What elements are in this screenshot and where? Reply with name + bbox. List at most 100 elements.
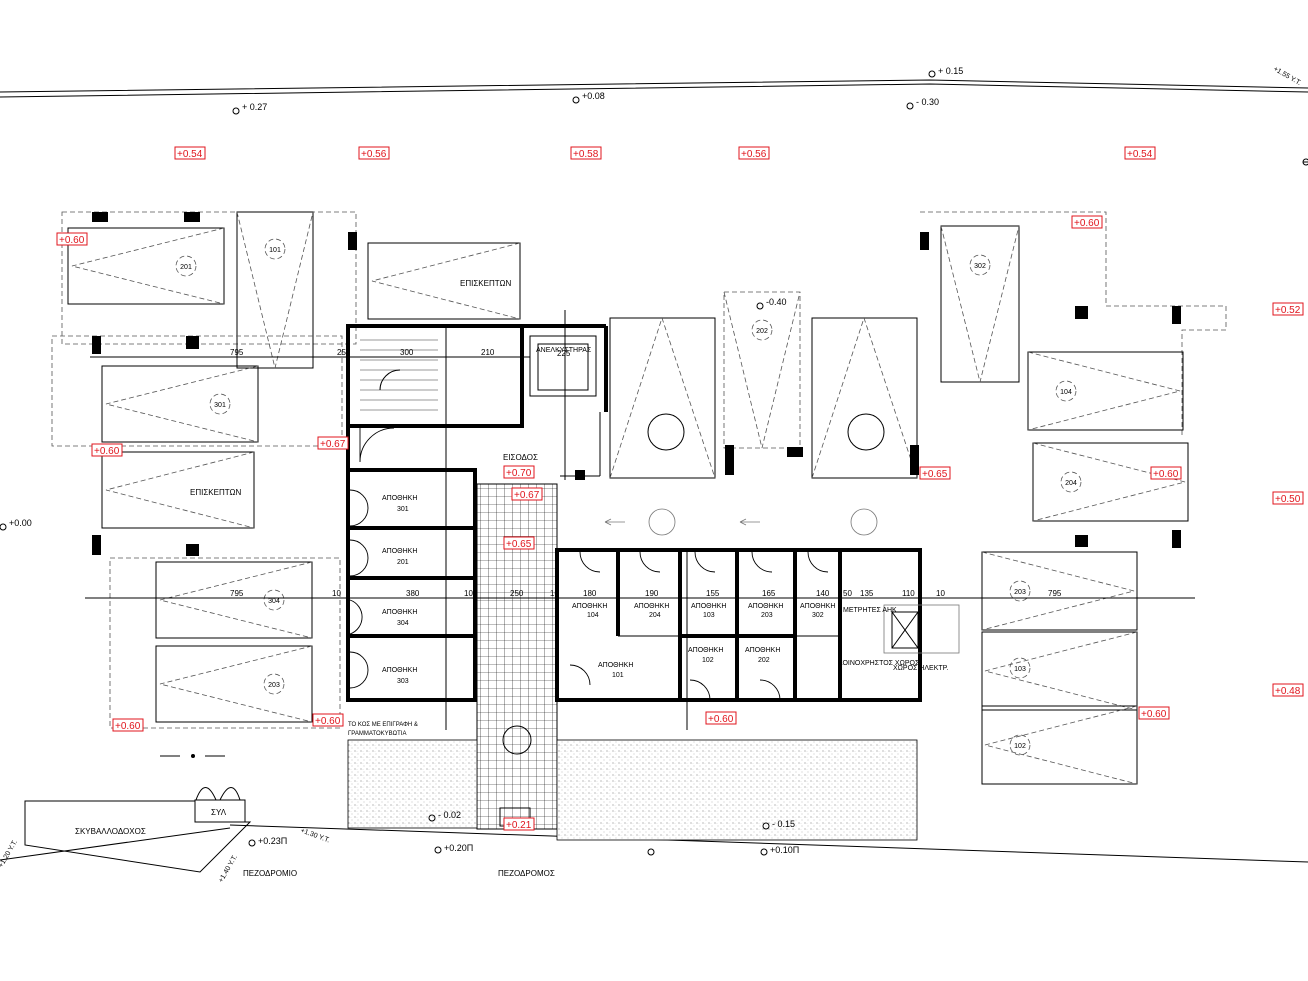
level-tag: +0.60	[59, 235, 85, 246]
room-label-mailbox-2: ΓΡΑΜΜΑΤΟΚΥΒΩΤΙΑ	[348, 731, 406, 737]
parking-number: 101	[269, 247, 281, 254]
level-tag: +0.70	[506, 468, 532, 479]
dim-label: 795	[230, 589, 244, 598]
dim-label: 140	[816, 589, 830, 598]
dim-label: 380	[406, 589, 420, 598]
level-tag: +0.65	[506, 539, 532, 550]
dim-label: 155	[706, 589, 720, 598]
dim-label: 300	[400, 348, 414, 357]
spot-level: -0.40	[766, 297, 787, 307]
parking-number: 201	[180, 264, 192, 271]
room-label-visitors: ΕΠΙΣΚΕΠΤΩΝ	[190, 488, 241, 497]
storage-label: ΑΠΟΘΗΚΗ	[598, 662, 633, 669]
storage-label: ΑΠΟΘΗΚΗ	[382, 495, 417, 502]
level-tag: +0.50	[1275, 494, 1301, 505]
storage-number: 201	[397, 559, 409, 566]
dimension-labels: 795 25 300 210 225 795 10 380 10 250 10 …	[230, 348, 1062, 598]
dim-label: 795	[1048, 589, 1062, 598]
room-label-visitors: ΕΠΙΣΚΕΠΤΩΝ	[460, 279, 511, 288]
dim-label: 10	[550, 589, 559, 598]
room-label-meters: ΜΕΤΡΗΤΕΣ ΑΗΚ	[843, 607, 897, 614]
dim-label: 25	[337, 348, 346, 357]
street-label: ΠΕΖΟΔΡΟΜΟΣ	[498, 869, 555, 878]
dim-label: 795	[230, 348, 244, 357]
storage-number: 102	[702, 657, 714, 664]
dim-label: 10	[464, 589, 473, 598]
level-tag: +0.67	[514, 490, 540, 501]
top-road-lines	[0, 79, 1308, 98]
storage-number: 103	[703, 612, 715, 619]
bottom-road-lines	[0, 824, 1308, 863]
spot-level: +0.10Π	[770, 845, 799, 855]
spot-level: +1.40 Υ.Τ.	[218, 854, 239, 884]
level-tag: +0.60	[94, 446, 120, 457]
bin-store	[24, 754, 252, 873]
level-tag: +0.56	[361, 149, 387, 160]
spot-level: - 0.30	[916, 97, 939, 107]
dim-label: 250	[510, 589, 524, 598]
parking-numbers: 201 101 301 304 203 202 302 104 204 203 …	[175, 238, 1082, 756]
level-tag: +0.60	[315, 716, 341, 727]
storage-number: 202	[758, 657, 770, 664]
level-tag: +0.58	[573, 149, 599, 160]
level-tag: +0.67	[320, 439, 346, 450]
parking-number: 204	[1065, 480, 1077, 487]
dim-label: 210	[481, 348, 495, 357]
parking-number: 203	[268, 682, 280, 689]
storage-label: ΑΠΟΘΗΚΗ	[745, 647, 780, 654]
parking-number: 302	[974, 263, 986, 270]
dim-label: 190	[645, 589, 659, 598]
level-tag: +0.60	[1074, 218, 1100, 229]
structural-columns	[92, 212, 1181, 556]
storage-label: ΑΠΟΘΗΚΗ	[382, 667, 417, 674]
storage-number: 104	[587, 612, 599, 619]
spot-level: + 0.27	[242, 102, 267, 112]
traffic-symbols	[604, 413, 885, 536]
dim-label: 135	[860, 589, 874, 598]
storage-label: ΑΠΟΘΗΚΗ	[634, 603, 669, 610]
dim-label: 10	[332, 589, 341, 598]
dim-label: 10	[936, 589, 945, 598]
level-tag: +0.54	[1127, 149, 1153, 160]
room-label-bin-store: ΣΚΥΒΑΛΛΟΔΟΧΟΣ	[75, 827, 146, 836]
spot-level: - 0.02	[438, 810, 461, 820]
storage-number: 301	[397, 506, 409, 513]
edge-markers	[1302, 158, 1308, 166]
room-label-common: ΚΟΙΝΟΧΡΗΣΤΟΣ ΧΩΡΟΣ	[838, 660, 920, 667]
dim-label: 110	[902, 589, 915, 598]
stair-core	[346, 324, 608, 477]
storage-number: 303	[397, 678, 409, 685]
storage-label: ΑΠΟΘΗΚΗ	[688, 647, 723, 654]
left-storage-block	[346, 468, 477, 702]
parking-number: 102	[1014, 743, 1026, 750]
street-label: ΠΕΖΟΔΡΟΜΙΟ	[243, 869, 297, 878]
entrance-corridor	[476, 483, 558, 830]
parking-number: 103	[1014, 666, 1026, 673]
dim-label: 165	[762, 589, 776, 598]
room-label-entrance: ΕΙΣΟΔΟΣ	[503, 453, 538, 462]
storage-label: ΑΠΟΘΗΚΗ	[572, 603, 607, 610]
parking-stalls	[51, 211, 1227, 785]
level-tag: +0.48	[1275, 686, 1301, 697]
spot-level: +1.55 Υ.Τ.	[1272, 66, 1302, 87]
storage-label: ΑΠΟΘΗΚΗ	[800, 603, 835, 610]
storage-label: ΑΠΟΘΗΚΗ	[748, 603, 783, 610]
parking-number: 202	[756, 328, 768, 335]
level-tag: +0.54	[177, 149, 203, 160]
dim-label: 50	[843, 589, 852, 598]
storage-label: ΑΠΟΘΗΚΗ	[382, 548, 417, 555]
parking-number: 304	[268, 598, 280, 605]
right-storage-block	[555, 548, 960, 702]
spot-level: - 0.15	[772, 819, 795, 829]
room-label-electric: ΧΩΡΟΣ ΗΛΕΚΤΡ.	[893, 665, 948, 672]
storage-number: 204	[649, 612, 661, 619]
spot-level: +0.20Π	[444, 843, 473, 853]
level-tag: +0.60	[708, 714, 734, 725]
level-tag: +0.21	[506, 820, 532, 831]
storage-number: 101	[612, 672, 624, 679]
room-label-lift: ΑΝΕΛΚΥΣΤΗΡΑΣ	[536, 347, 592, 354]
spot-level: + 0.15	[938, 66, 963, 76]
storage-label: ΑΠΟΘΗΚΗ	[382, 609, 417, 616]
storage-number: 203	[761, 612, 773, 619]
